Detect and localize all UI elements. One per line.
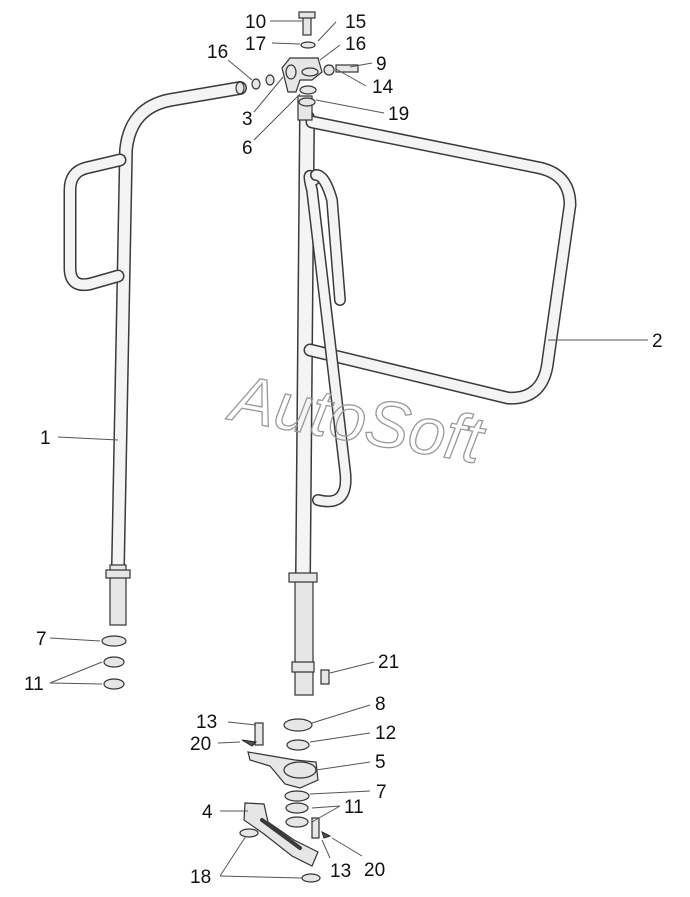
label-part-7-bottom: 7 <box>376 782 387 803</box>
part-2-right-tube <box>288 95 577 696</box>
label-part-17: 17 <box>245 34 266 55</box>
label-part-5: 5 <box>375 752 386 773</box>
leader-lines <box>49 20 648 879</box>
label-part-4: 4 <box>202 802 213 823</box>
label-part-20-top: 20 <box>190 734 211 755</box>
bottom-linkage <box>239 669 332 883</box>
label-part-2: 2 <box>652 331 663 352</box>
label-part-8: 8 <box>375 694 386 715</box>
label-part-16-left: 16 <box>207 42 228 63</box>
label-part-6: 6 <box>242 138 253 159</box>
label-part-14: 14 <box>372 77 394 98</box>
label-part-16-right: 16 <box>345 34 366 55</box>
label-part-18: 18 <box>190 867 211 888</box>
label-part-1: 1 <box>40 428 51 449</box>
label-part-11-bottom: 11 <box>344 797 364 818</box>
watermark: AutoSoft <box>222 360 491 478</box>
label-part-9: 9 <box>376 54 387 75</box>
label-part-3: 3 <box>242 109 253 130</box>
label-part-21: 21 <box>378 652 399 673</box>
label-part-13-top: 13 <box>196 712 217 733</box>
part-1-left-tube <box>63 81 247 626</box>
label-part-12: 12 <box>375 723 396 744</box>
label-part-20-bottom: 20 <box>364 860 385 881</box>
label-part-15: 15 <box>345 12 366 33</box>
label-part-7-left: 7 <box>36 629 47 650</box>
label-part-13-bottom: 13 <box>330 861 351 882</box>
label-part-11-left: 11 <box>24 674 44 695</box>
label-part-10: 10 <box>245 12 266 33</box>
callout-labels: 1 2 3 4 5 6 7 7 8 9 10 11 11 12 13 13 14… <box>24 12 663 888</box>
left-nut-stack <box>101 635 127 690</box>
top-hardware <box>251 11 359 107</box>
label-part-19: 19 <box>388 104 409 125</box>
